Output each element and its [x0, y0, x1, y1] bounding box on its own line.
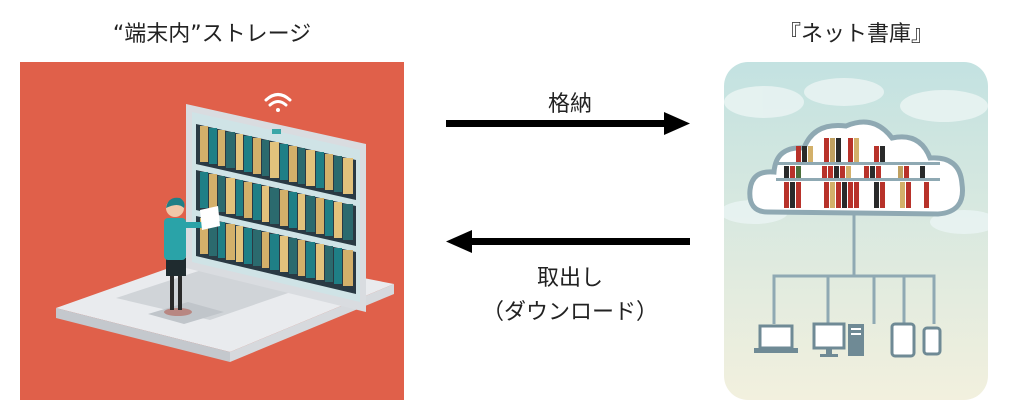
laptop-device-icon — [754, 324, 798, 353]
wifi-icon — [264, 93, 292, 112]
cloud-icon — [747, 119, 965, 217]
book-shelves — [196, 124, 356, 294]
fetch-label-line1: 取出し — [536, 266, 603, 291]
laptop-icon — [56, 104, 394, 362]
local-storage-title: “端末内”ストレージ — [112, 22, 312, 47]
reader-figure — [164, 197, 220, 316]
monitor-icon — [812, 322, 846, 357]
cloud-books — [784, 138, 929, 208]
fetch-label-line2: （ダウンロード） — [481, 300, 658, 325]
network-lines — [772, 214, 936, 324]
store-label: 格納 — [547, 92, 592, 117]
tablet-icon — [890, 322, 916, 358]
tower-icon — [848, 324, 864, 356]
fetch-arrow — [446, 230, 690, 253]
background-clouds — [724, 78, 988, 234]
store-arrow — [446, 112, 690, 135]
local-storage-illustration — [20, 62, 404, 400]
net-library-title: 『ネット書庫』 — [778, 22, 933, 47]
arrows — [446, 112, 690, 253]
fetch-label: 取出し （ダウンロード） — [470, 262, 670, 330]
phone-icon — [922, 326, 942, 356]
net-library-illustration — [724, 62, 988, 400]
